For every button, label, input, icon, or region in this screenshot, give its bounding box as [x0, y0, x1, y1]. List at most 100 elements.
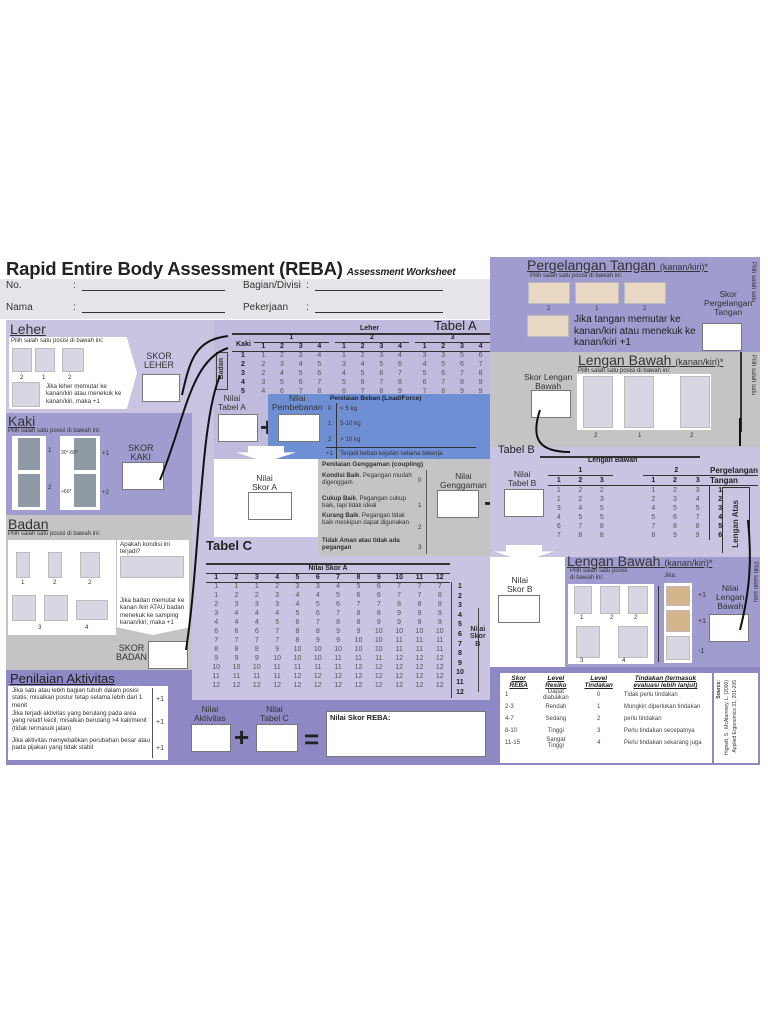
badan-figure-2[interactable]: [48, 552, 62, 578]
genggaman-score-1: 1: [418, 502, 422, 509]
genggaman-item-0[interactable]: Kondisi Baik. Pegangan mudah digenggam: [322, 472, 414, 487]
lengan-atas-score-4: 3: [580, 657, 584, 664]
skor-lengan-bawah-input[interactable]: [531, 390, 571, 418]
tabel-b-row-label: 2: [709, 494, 730, 504]
aktivitas-score-1[interactable]: +1: [156, 696, 164, 703]
skor-badan-input[interactable]: [148, 641, 188, 669]
tabel-c-cell: 12: [313, 673, 322, 680]
field-bagian-input[interactable]: [315, 290, 443, 291]
field-pekerjaan-input[interactable]: [315, 312, 443, 313]
badan-condition-card: [117, 540, 189, 635]
lengan-atas-figure-5[interactable]: [618, 626, 648, 658]
tabel-c-cell: 7: [437, 583, 442, 591]
tabel-a-cell: 3: [261, 379, 266, 386]
skor-kaki-input[interactable]: [122, 462, 164, 490]
risk-cell: Rendah: [545, 704, 567, 710]
lengan-atas-figure-2[interactable]: [600, 586, 620, 614]
kaki-figure-2[interactable]: [18, 474, 40, 507]
tabel-c-col: 7: [336, 574, 341, 581]
aktivitas-score-2[interactable]: +1: [156, 719, 164, 726]
lengan-bawah-figure-1[interactable]: [583, 376, 613, 428]
aktivitas-score-3[interactable]: +1: [156, 745, 164, 752]
tabel-c-col: 10: [395, 574, 404, 581]
kaki-figure-1[interactable]: [18, 438, 40, 470]
tabel-a-cell: 7: [317, 379, 322, 386]
lengan-atas-figure-3[interactable]: [628, 586, 648, 614]
genggaman-item-2[interactable]: Kurang Baik. Pegangan tidak baik meskipu…: [322, 512, 414, 527]
kaki-angle-2: >60°: [61, 489, 72, 495]
arm-abducted-figure[interactable]: [666, 610, 690, 632]
tabel-c-cell: 10: [252, 664, 261, 671]
leher-figure-2[interactable]: [35, 348, 55, 372]
tabel-c-cell: 8: [376, 610, 381, 617]
tabel-c-cell: 11: [253, 673, 261, 680]
genggaman-item-3[interactable]: Tidak Aman atau tidak ada pegangan: [322, 537, 414, 552]
kaki-figure-3[interactable]: [74, 438, 96, 470]
field-nama-input[interactable]: [82, 312, 225, 313]
tabel-a-cell: 6: [360, 379, 365, 386]
skor-leher-input[interactable]: [142, 374, 180, 402]
lengan-atas-figure-4[interactable]: [576, 626, 600, 658]
nilai-skor-reba-label: Nilai Skor REBA:: [330, 713, 391, 722]
tabel-c-cell: 5: [275, 619, 280, 626]
risk-cell: Sangat Tinggi: [546, 737, 566, 749]
shoulder-raised-figure[interactable]: [666, 586, 690, 606]
skor-a-input[interactable]: [248, 492, 292, 520]
arm-supported-figure[interactable]: [666, 636, 690, 660]
nilai-aktivitas-input[interactable]: [191, 724, 231, 752]
pergelangan-figure-3[interactable]: [624, 282, 666, 304]
beban-item-1[interactable]: 5-10 kg: [340, 420, 361, 427]
badan-note: Jika badan memutar ke kanan /kiri ATAU b…: [120, 597, 185, 627]
nilai-tabel-c-input[interactable]: [256, 724, 298, 752]
tabel-a-cell: 2: [280, 352, 284, 360]
tabel-c-cell: 6: [295, 619, 300, 626]
leher-figure-3[interactable]: [62, 348, 84, 372]
field-no-input[interactable]: [82, 290, 225, 291]
badan-score-2: 2: [53, 579, 57, 586]
leher-figure-1[interactable]: [12, 348, 32, 372]
kaki-figure-4[interactable]: [74, 474, 96, 507]
badan-figure-1[interactable]: [16, 552, 30, 578]
badan-figure-4[interactable]: [12, 595, 36, 621]
nilai-tabel-b-input[interactable]: [504, 489, 544, 517]
lengan-bawah-figure-2[interactable]: [624, 376, 654, 428]
tabel-c-cell: 7: [214, 637, 219, 644]
badan-figure-6[interactable]: [76, 600, 108, 620]
beban-item-3[interactable]: Terjadi beban kejutan selama bekerja: [340, 450, 443, 457]
lengan-bawah-figure-3[interactable]: [680, 376, 710, 428]
nilai-tabel-a-input[interactable]: [218, 414, 258, 442]
pergelangan-figure-2[interactable]: [575, 282, 619, 304]
tabel-c-row-label: 6: [458, 630, 462, 638]
nilai-genggaman-input[interactable]: [437, 490, 479, 518]
nilai-pembebanan-input[interactable]: [278, 414, 320, 442]
beban-item-0[interactable]: < 5 kg: [340, 405, 358, 412]
tabel-c-cell: 1: [214, 592, 219, 599]
pergelangan-score-2: 1: [595, 305, 599, 312]
tabel-b-lengan-bawah-label: Lengan Bawah: [588, 457, 638, 464]
tabel-c-cell: 12: [415, 673, 424, 680]
tabel-c-col: 8: [356, 574, 361, 581]
tabel-b-cell: 3: [556, 504, 561, 512]
skor-leher-l1: SKOR: [146, 351, 172, 361]
tabel-c-cell: 7: [234, 637, 239, 644]
risk-header: Level Tindakan: [584, 675, 613, 689]
pergelangan-figure-1[interactable]: [528, 282, 570, 304]
skor-pergelangan-input[interactable]: [702, 323, 742, 351]
tabel-a-cell: 8: [441, 388, 446, 395]
badan-figure-5[interactable]: [44, 595, 68, 621]
badan-figure-3[interactable]: [80, 552, 100, 578]
risk-header: Level Resiko: [545, 675, 567, 689]
skor-b-input[interactable]: [498, 595, 540, 623]
beban-item-2[interactable]: > 10 kg: [340, 436, 361, 443]
nilai-skor-reba-input[interactable]: [326, 711, 486, 757]
genggaman-item-1[interactable]: Cukup Baik. Pegangan cukup baik, tapi ti…: [322, 495, 414, 510]
lengan-atas-figure-1[interactable]: [574, 586, 592, 614]
tabel-c-cell: 4: [275, 610, 280, 617]
tabel-b-col: 2: [578, 477, 583, 484]
